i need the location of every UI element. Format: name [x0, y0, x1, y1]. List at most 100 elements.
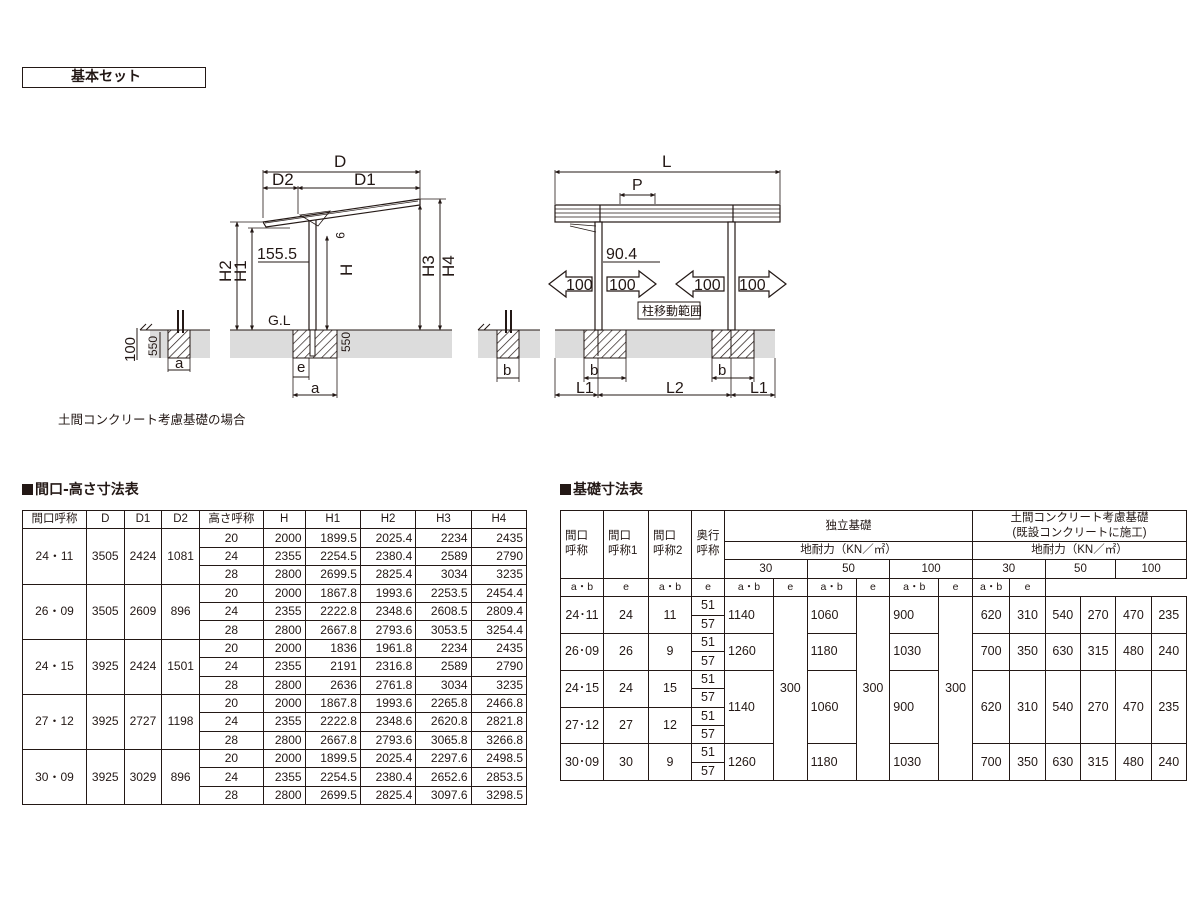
table-cell: 1140: [724, 669, 774, 745]
table-cell: 2222.8: [304, 712, 361, 732]
table-cell: 28: [198, 785, 264, 806]
column-header: a・b: [889, 577, 940, 598]
column-header: e: [938, 577, 973, 598]
table-cell: 1836: [304, 638, 361, 659]
table-cell: 3925: [85, 749, 125, 806]
label-D: D: [334, 152, 346, 171]
table-cell: 2254.5: [304, 767, 361, 787]
column-header: 土間コンクリート考慮基礎(既設コンクリートに施工): [971, 510, 1188, 542]
label-L2: L2: [666, 380, 684, 397]
table-cell: 2589: [415, 657, 472, 677]
table-cell: 2265.8: [415, 693, 472, 714]
table-cell: 270: [1079, 669, 1117, 745]
column-header: H1: [304, 509, 361, 530]
column-header: H: [262, 509, 306, 530]
table-cell: 2800: [262, 730, 306, 751]
column-header: 間口呼称: [22, 509, 87, 530]
width-code-cell: 26･09: [560, 632, 604, 671]
label-155: 155.5: [257, 246, 297, 263]
table-cell: 2435: [470, 528, 528, 548]
table-cell: 24: [198, 767, 264, 787]
table-cell: 2000: [262, 528, 306, 548]
column-header: a・b: [560, 577, 604, 598]
depth-cell: 57: [691, 651, 725, 671]
table-cell: 3065.8: [415, 730, 472, 751]
column-header: 50: [806, 559, 891, 579]
table-cell: 2466.8: [470, 693, 528, 714]
table-cell: 1030: [889, 632, 940, 671]
table-cell: 1060: [806, 596, 857, 634]
table-cell: 3925: [85, 693, 125, 751]
set-title-box: 基本セット: [22, 67, 206, 88]
table-cell: 1198: [161, 693, 200, 751]
table-cell: 24: [198, 657, 264, 677]
column-header: H2: [359, 509, 417, 530]
table-cell: 20: [198, 638, 264, 659]
label-H1: H1: [231, 260, 250, 282]
column-header: 30: [724, 559, 808, 579]
table-cell: 20: [198, 528, 264, 548]
column-header: a・b: [724, 577, 774, 598]
label-100-left: 100: [122, 337, 139, 362]
depth-cell: 51: [691, 632, 725, 653]
table-cell: 700: [971, 632, 1011, 671]
table-cell: 24: [603, 669, 649, 708]
table-cell: 700: [971, 743, 1011, 782]
column-header: 奥行呼称: [691, 510, 725, 579]
table-cell: 2809.4: [470, 601, 528, 622]
label-100-c: 100: [694, 277, 721, 294]
table-cell: 1030: [889, 743, 940, 782]
table-cell: 310: [1009, 596, 1046, 634]
table-cell: 1140: [724, 596, 774, 634]
table-cell: 11: [648, 596, 692, 634]
table-row: 57: [561, 688, 1187, 708]
table-cell: 3266.8: [470, 730, 528, 751]
table-cell: 2234: [415, 528, 472, 548]
table-cell: 270: [1079, 596, 1117, 634]
depth-cell: 57: [691, 724, 725, 745]
table-cell: 2254.5: [304, 546, 361, 567]
column-header: e: [855, 577, 891, 598]
table-cell: 240: [1150, 743, 1188, 782]
doma-detail-mid: b: [477, 310, 540, 382]
depth-cell: 51: [691, 743, 725, 763]
table-cell: 2699.5: [304, 565, 361, 585]
column-header: a・b: [971, 577, 1011, 598]
square-bullet-icon: [22, 484, 33, 495]
label-100-d: 100: [739, 277, 766, 294]
column-header: 独立基礎: [724, 510, 973, 542]
table-cell: 2380.4: [359, 546, 417, 567]
column-header: 高さ呼称: [198, 509, 264, 530]
table-cell: 2000: [262, 638, 306, 659]
table-cell: 12: [648, 706, 692, 745]
table-cell: 3505: [85, 583, 125, 640]
table-cell: 1081: [161, 528, 200, 585]
column-header: 30: [971, 559, 1046, 579]
table-cell: 315: [1079, 743, 1117, 782]
table-cell: 20: [198, 749, 264, 769]
table-cell: 28: [198, 565, 264, 585]
table-cell: 3034: [415, 565, 472, 585]
table-cell: 2025.4: [359, 528, 417, 548]
table-cell: 2000: [262, 583, 306, 603]
table-cell: 2825.4: [359, 785, 417, 806]
table-cell: 2652.6: [415, 767, 472, 787]
table-cell: 896: [161, 749, 200, 806]
carport-drawing: 100 550 a D D2 D1 H2 H1: [122, 152, 787, 398]
table-cell: 24: [198, 601, 264, 622]
table-cell: 2800: [262, 785, 306, 806]
table-cell: 3254.4: [470, 620, 528, 640]
column-header: 100: [1115, 559, 1187, 579]
table-cell: 2380.4: [359, 767, 417, 787]
front-view: L P 90.4 100 100 100 100 柱移動範囲 b b L1 L2…: [548, 152, 787, 398]
label-100-b: 100: [609, 277, 636, 294]
label-e: e: [297, 359, 305, 376]
